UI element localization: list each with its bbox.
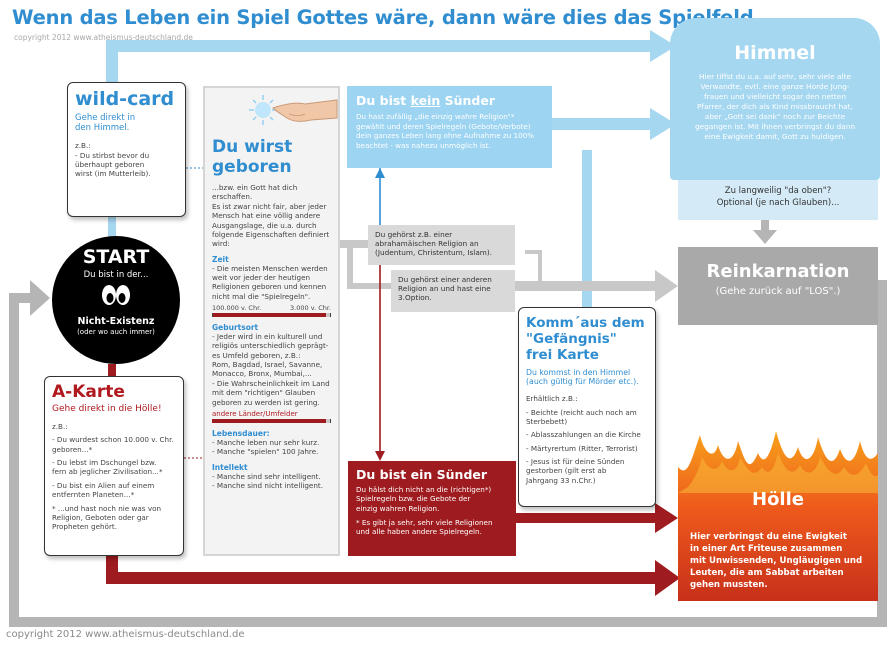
zeit-bar-fill [213, 313, 327, 318]
hoelle-text: Hier verbringst du eine Ewigkeit in eine… [690, 532, 863, 591]
arrow-head-himmel-top [650, 30, 676, 62]
komm-subtitle: Du kommst in den Himmel (auch gültig für… [526, 367, 639, 386]
zeit-right-label: 3.000 v. Chr. [290, 304, 331, 313]
start-title: START [82, 246, 150, 268]
arrow-head-reink [753, 230, 777, 244]
arrow-wildcard-himmel [106, 40, 650, 82]
akarte-box: A-Karte Gehe direkt in die Hölle! z.B.: … [44, 376, 184, 556]
flames-icon [678, 431, 878, 601]
akarte-item-1: - Du wurdest schon 10.000 v. Chr. gebore… [52, 435, 174, 454]
kein-title-post: Sünder [440, 93, 496, 108]
copyright-bottom: copyright 2012 www.atheismus-deutschland… [6, 629, 245, 640]
kein-suender-box: Du bist kein Sünder Du hast zufällig „di… [347, 86, 552, 168]
arrow-akarte-hoelle [106, 556, 655, 584]
born-lebensdauer-text: - Manche leben nur sehr kurz. - Manche "… [212, 437, 320, 457]
start-circle: START Du bist in der... Nicht-Existenz (… [52, 236, 180, 364]
born-title: Du wirst geboren [212, 137, 293, 177]
kein-suender-title: Du bist kein Sünder [356, 93, 543, 108]
hoelle-title: Hölle [752, 489, 804, 510]
zeit-left-label: 100.000 v. Chr. [212, 304, 262, 313]
kein-title-underlined: kein [410, 93, 441, 108]
kein-title-pre: Du bist [356, 93, 411, 108]
akarte-item-2: - Du lebst im Dschungel bzw. fern ab jeg… [52, 458, 163, 477]
suender-text: Du hälst dich nicht an die (richtigen*) … [356, 485, 492, 513]
suender-box: Du bist ein Sünder Du hälst dich nicht a… [348, 461, 516, 556]
akarte-item-3: - Du bist ein Alien auf einem entfernten… [52, 480, 155, 500]
born-geburtsort-heading: Geburtsort [212, 323, 259, 333]
start-subtitle: Du bist in der... [83, 270, 149, 280]
reinkarnation-box: Reinkarnation (Gehe zurück auf "LOS".) [678, 247, 878, 325]
hoelle-box: Hölle Hier verbringst du eine Ewigkeit i… [678, 427, 878, 601]
arrow-reink-loop [9, 280, 887, 627]
wildcard-box: wild-card Gehe direkt in den Himmel. z.B… [67, 82, 186, 217]
born-zeit-text: - Die meisten Menschen werden weit vor j… [212, 263, 328, 301]
zeit-bar [212, 313, 331, 318]
akarte-title: A-Karte [52, 382, 125, 402]
ort-bar-fill [212, 418, 327, 423]
start-name: Nicht-Existenz [77, 316, 155, 327]
reinkarnation-subtitle: (Gehe zurück auf "LOS".) [715, 286, 841, 297]
eyes-icon [102, 285, 130, 305]
komm-item-4: - Jesus ist für deine Sünden gestorben (… [526, 457, 625, 485]
himmel-text: Hier tiffst du u.a. auf sehr, sehr viele… [694, 72, 856, 141]
komm-item-2: - Ablasszahlungen an die Kirche [526, 430, 641, 440]
akarte-subtitle: Gehe direkt in die Hölle! [52, 404, 162, 414]
arrow-head-hoelle-bottom [655, 560, 680, 596]
born-box: Du wirst geboren ...bzw. ein Gott hat di… [203, 86, 340, 556]
komm-item-3: - Märtyrertum (Ritter, Terrorist) [526, 443, 638, 453]
arrow-head-reink-side [655, 270, 678, 302]
akarte-footnote: * ...und hast noch nie was von Religion,… [52, 503, 162, 532]
himmel-cloud: Himmel Hier tiffst du u.a. auf sehr, seh… [670, 18, 880, 180]
page-title: Wenn das Leben ein Spiel Gottes wäre, da… [12, 6, 761, 29]
born-lebensdauer-heading: Lebensdauer: [212, 428, 270, 438]
note-abrahamic: Du gehörst z.B. einer abrahamäischen Rel… [368, 225, 515, 265]
komm-frei-karte: Komm´aus dem "Gefängnis" frei Karte Du k… [518, 307, 656, 507]
reinkarnation-title: Reinkarnation [706, 261, 850, 282]
komm-title: Komm´aus dem "Gefängnis" frei Karte [526, 315, 645, 364]
komm-item-1: - Beichte (reicht auch noch am Sterbebet… [526, 407, 637, 426]
note-other-religion: Du gehörst einer anderen Religion an und… [391, 270, 515, 312]
kein-suender-text: Du hast zufällig „die einzig wahre Relig… [356, 112, 535, 151]
born-intro: ...bzw. ein Gott hat dich erschaffen. Es… [212, 183, 330, 249]
suender-footnote: * Es gibt ja sehr, sehr viele Religionen… [356, 518, 493, 537]
start-note: (oder wo auch immer) [77, 328, 155, 336]
creation-hand-icon [249, 95, 338, 125]
bored-box: Zu langweilig "da oben"? Optional (je na… [678, 180, 878, 220]
wildcard-subtitle: Gehe direkt in den Himmel. [75, 113, 136, 134]
born-intellekt-text: - Manche sind sehr intelligent. - Manche… [212, 471, 323, 490]
himmel-title: Himmel [734, 42, 816, 64]
arrow-head-himmel-mid [650, 108, 676, 140]
copyright-top: copyright 2012 www.atheismus-deutschland… [14, 33, 193, 42]
wildcard-title: wild-card [75, 88, 175, 110]
wildcard-zb: z.B.: [75, 141, 91, 151]
born-geburtsort-text: - Jeder wird in ein kulturell und religi… [212, 332, 330, 407]
suender-title: Du bist ein Sünder [356, 467, 488, 482]
born-intellekt-heading: Intellekt [212, 462, 248, 472]
komm-zb: Erhältlich z.B.: [526, 394, 578, 404]
wildcard-item: - Du stirbst bevor du überhaupt geboren … [75, 150, 151, 179]
ort-bar [212, 418, 331, 423]
arrow-head-hoelle-mid [655, 503, 678, 533]
akarte-zb: z.B.: [52, 422, 68, 431]
born-zeit-heading: Zeit [212, 254, 229, 264]
arrow-head-start [30, 280, 50, 316]
ort-bar-label: andere Länder/Umfelder [212, 409, 298, 418]
